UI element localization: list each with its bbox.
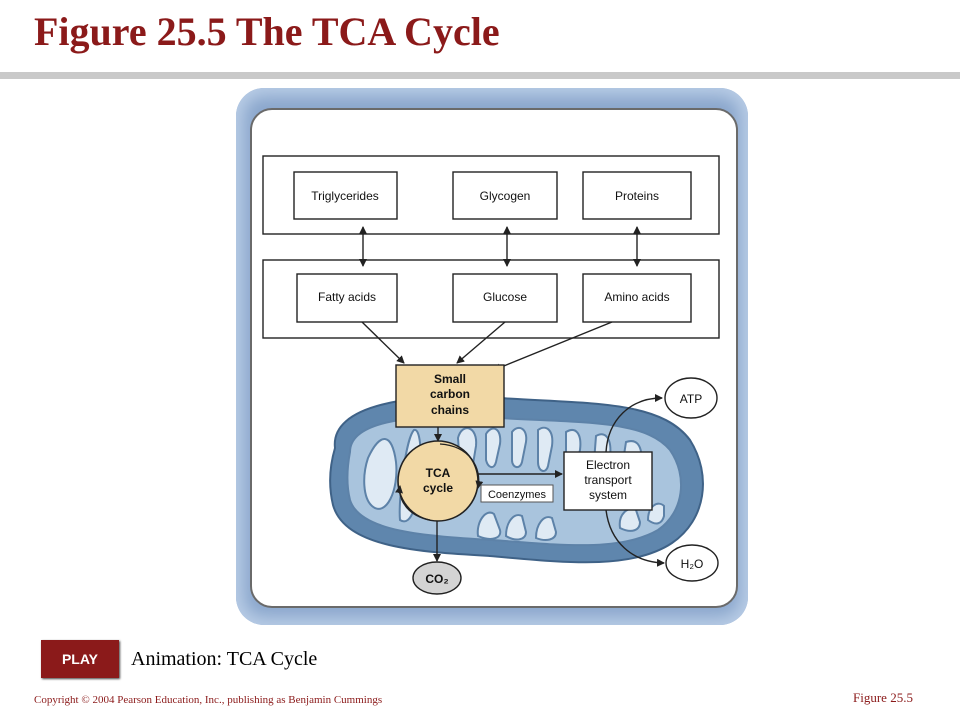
- water-ellipse: [665, 544, 719, 582]
- play-button[interactable]: PLAY: [41, 640, 119, 678]
- fatty-acids-label: Fatty acids: [318, 290, 376, 304]
- glucose-box: [452, 273, 558, 323]
- animation-label: Animation: TCA Cycle: [131, 648, 318, 670]
- small-carbon-chains-label-1: Small: [434, 372, 466, 386]
- copyright-notice: Copyright © 2004 Pearson Education, Inc.…: [34, 694, 383, 706]
- glucose-label: Glucose: [483, 290, 527, 304]
- small-carbon-chains-label-2: carbon: [430, 387, 470, 401]
- triglycerides-box: [293, 171, 398, 220]
- coenzymes-label: Coenzymes: [488, 489, 547, 501]
- amino-acids-box: [582, 273, 692, 323]
- electron-transport-label-3: system: [589, 488, 627, 502]
- co2-label: CO₂: [425, 572, 448, 586]
- glucose-to-chains-arrow: [456, 321, 506, 364]
- proteins-box: [582, 171, 692, 220]
- coenzymes-box: [480, 484, 554, 503]
- tca-cycle-loop-arrow: [439, 443, 484, 489]
- fatty-acids-to-chains-arrow: [361, 321, 405, 364]
- figure-reference: Figure 25.5: [853, 690, 913, 705]
- amino-acids-label: Amino acids: [604, 290, 669, 304]
- electron-transport-box: [563, 451, 653, 511]
- fatty-acids-box: [296, 273, 398, 323]
- triglycerides-label: Triglycerides: [311, 189, 379, 203]
- tca-cycle-label-1: TCA: [426, 466, 451, 480]
- ets-to-water-arrow: [605, 509, 665, 567]
- amino-acids-to-chains-arrow: [493, 321, 613, 372]
- electron-transport-label-2: transport: [584, 473, 632, 487]
- atp-label: ATP: [680, 392, 702, 406]
- small-carbon-chains-box: [395, 364, 505, 428]
- water-label: H₂O: [681, 557, 704, 571]
- co2-ellipse: [412, 561, 462, 595]
- atp-ellipse: [664, 377, 718, 419]
- mitochondrion-cristae: [363, 426, 665, 541]
- slide-title: Figure 25.5 The TCA Cycle: [34, 9, 500, 54]
- tca-cycle-loop-arrow-2: [395, 485, 431, 521]
- proteins-label: Proteins: [615, 189, 659, 203]
- electron-transport-label-1: Electron: [586, 458, 630, 472]
- glycogen-label: Glycogen: [480, 189, 531, 203]
- glycogen-box: [452, 171, 558, 220]
- ets-to-atp-arrow: [605, 394, 663, 453]
- tca-cycle-label-2: cycle: [423, 481, 453, 495]
- small-carbon-chains-label-3: chains: [431, 403, 469, 417]
- title-divider: [0, 72, 960, 79]
